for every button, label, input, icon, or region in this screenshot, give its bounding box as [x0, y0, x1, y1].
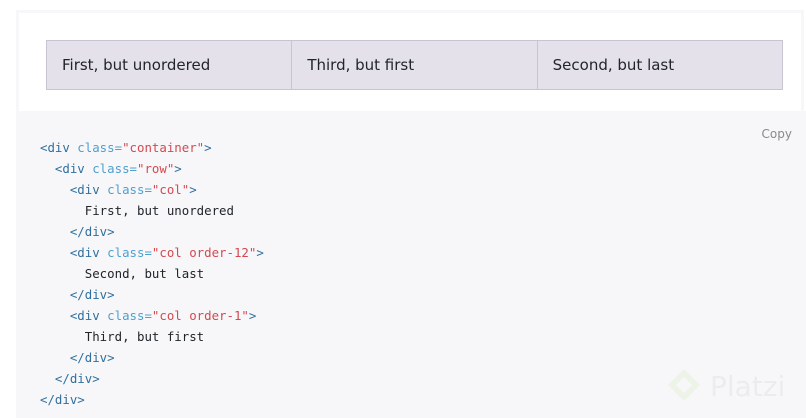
code-line: First, but unordered [84, 203, 234, 218]
code-line: <div class="container"> [40, 140, 212, 155]
watermark-text: Platzi [710, 369, 786, 403]
code-line: </div> [69, 287, 115, 302]
code-line: <div class="col order-12"> [69, 245, 264, 260]
code-line: <div class="row"> [54, 161, 182, 176]
code-line: </div> [40, 392, 85, 407]
example-col-third: Third, but first [291, 40, 538, 90]
code-line: Second, but last [84, 266, 205, 281]
platzi-watermark: Platzi [664, 366, 785, 406]
code-line: Third, but first [84, 329, 205, 344]
platzi-logo-icon [668, 369, 700, 401]
col-label: First, but unordered [62, 56, 211, 74]
example-col-second: Second, but last [536, 40, 783, 90]
col-label: Third, but first [307, 56, 415, 74]
copy-button[interactable]: Copy [761, 127, 792, 141]
code-line: </div> [54, 371, 100, 386]
code-listing: <div class="container"> <div class="row"… [40, 137, 264, 410]
code-line: <div class="col order-1"> [69, 308, 257, 323]
code-line: <div class="col"> [69, 182, 197, 197]
example-row: First, but unordered Third, but first Se… [46, 40, 783, 90]
example-col-first: First, but unordered [46, 40, 293, 90]
code-line: </div> [69, 224, 115, 239]
code-line: </div> [69, 350, 115, 365]
col-label: Second, but last [552, 56, 675, 74]
example-preview: First, but unordered Third, but first Se… [16, 10, 804, 111]
code-block: Copy <div class="container"> <div class=… [16, 111, 806, 418]
